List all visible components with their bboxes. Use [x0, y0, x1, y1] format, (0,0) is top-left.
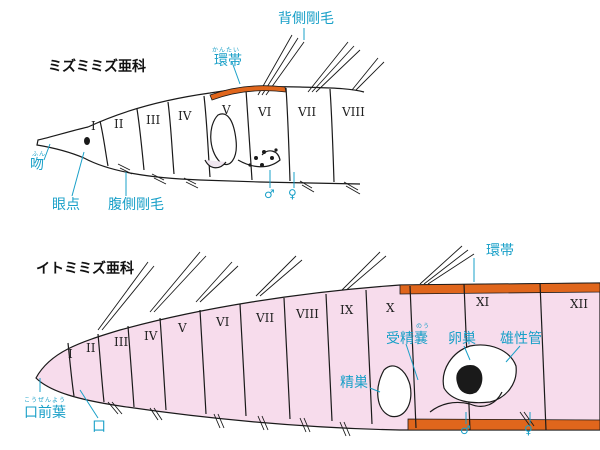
bottom-worm-body [35, 282, 600, 431]
bottom-segment-11: XI [476, 295, 490, 309]
top-worm [36, 34, 385, 195]
top-ovary [204, 159, 227, 169]
top-segment-lines [99, 87, 335, 183]
bottom-clitellum-band-lower [407, 418, 600, 431]
top-segment-3: III [146, 113, 161, 127]
top-clitellum-label: 環帯 [214, 53, 242, 69]
bottom-mouth-label: 口 [92, 419, 106, 435]
bottom-segment-8: VIII [296, 307, 319, 321]
top-female-symbol: ♀ [288, 187, 297, 201]
bottom-male-symbol: ♂ [460, 423, 471, 437]
top-ventral-setae [117, 163, 361, 195]
bottom-clitellum-label: 環帯 [486, 243, 514, 259]
bottom-testis [377, 365, 412, 418]
top-prostomium-ruby: ふん [32, 151, 47, 158]
top-male-symbol: ♂ [264, 187, 275, 201]
bottom-segment-12: XII [570, 297, 589, 311]
bottom-dorsal-setae [97, 245, 475, 331]
top-segment-2: II [114, 117, 124, 131]
bottom-clitellum-band [399, 282, 600, 295]
bottom-prostomium-ruby: こうぜんよう [24, 397, 67, 404]
bottom-female-symbol: ♀ [524, 423, 533, 437]
top-segment-6: VI [258, 105, 272, 119]
top-clitellum-ruby: かんたい [212, 47, 241, 54]
bottom-ovary-core [456, 365, 483, 395]
bottom-testis-label: 精巣 [340, 375, 368, 391]
top-prostomium-label: 吻 [30, 157, 44, 173]
top-segment-4: IV [178, 109, 192, 123]
top-segment-5: V [222, 103, 231, 117]
top-segment-8: VIII [342, 105, 365, 119]
bottom-segment-7: VII [256, 311, 275, 325]
bottom-segment-5: V [178, 321, 187, 335]
top-ventral-setae-label: 腹側剛毛 [108, 197, 164, 213]
bottom-spermatheca-label: 受精嚢 [386, 331, 428, 347]
bottom-segment-9: IX [340, 303, 354, 317]
bottom-segment-lines [67, 282, 547, 431]
top-diagram-title: ミズミミズ亜科 [48, 59, 146, 75]
bottom-segment-3: III [114, 335, 129, 349]
bottom-diagram-title: イトミミズ亜科 [36, 261, 134, 277]
top-eyespot [84, 137, 90, 145]
top-spermatheca-outline [210, 113, 237, 166]
top-eyespot-label: 眼点 [52, 197, 80, 213]
bottom-ovary-label: 卵巣 [448, 331, 476, 347]
bottom-segment-6: VI [216, 315, 230, 329]
bottom-prostomium-label: 口前葉 [24, 405, 66, 421]
leader-lines [39, 28, 531, 424]
top-clitellum-band [209, 85, 287, 101]
bottom-male-duct-label: 雄性管 [500, 331, 542, 347]
bottom-male-duct [429, 391, 503, 413]
top-segment-7: VII [298, 105, 317, 119]
bottom-segment-4: IV [144, 329, 158, 343]
bottom-segment-10: X [386, 301, 395, 315]
bottom-worm [35, 245, 600, 437]
bottom-spermatheca-ruby: のう [416, 323, 431, 330]
bottom-ventral-setae [107, 401, 535, 437]
top-organ-spots [248, 148, 278, 167]
bottom-segment-2: II [86, 341, 96, 355]
top-segment-1: I [91, 119, 96, 133]
bottom-segment-1: I [68, 347, 73, 361]
top-dorsal-setae-label: 背側剛毛 [278, 11, 334, 27]
top-worm-body [36, 86, 365, 185]
